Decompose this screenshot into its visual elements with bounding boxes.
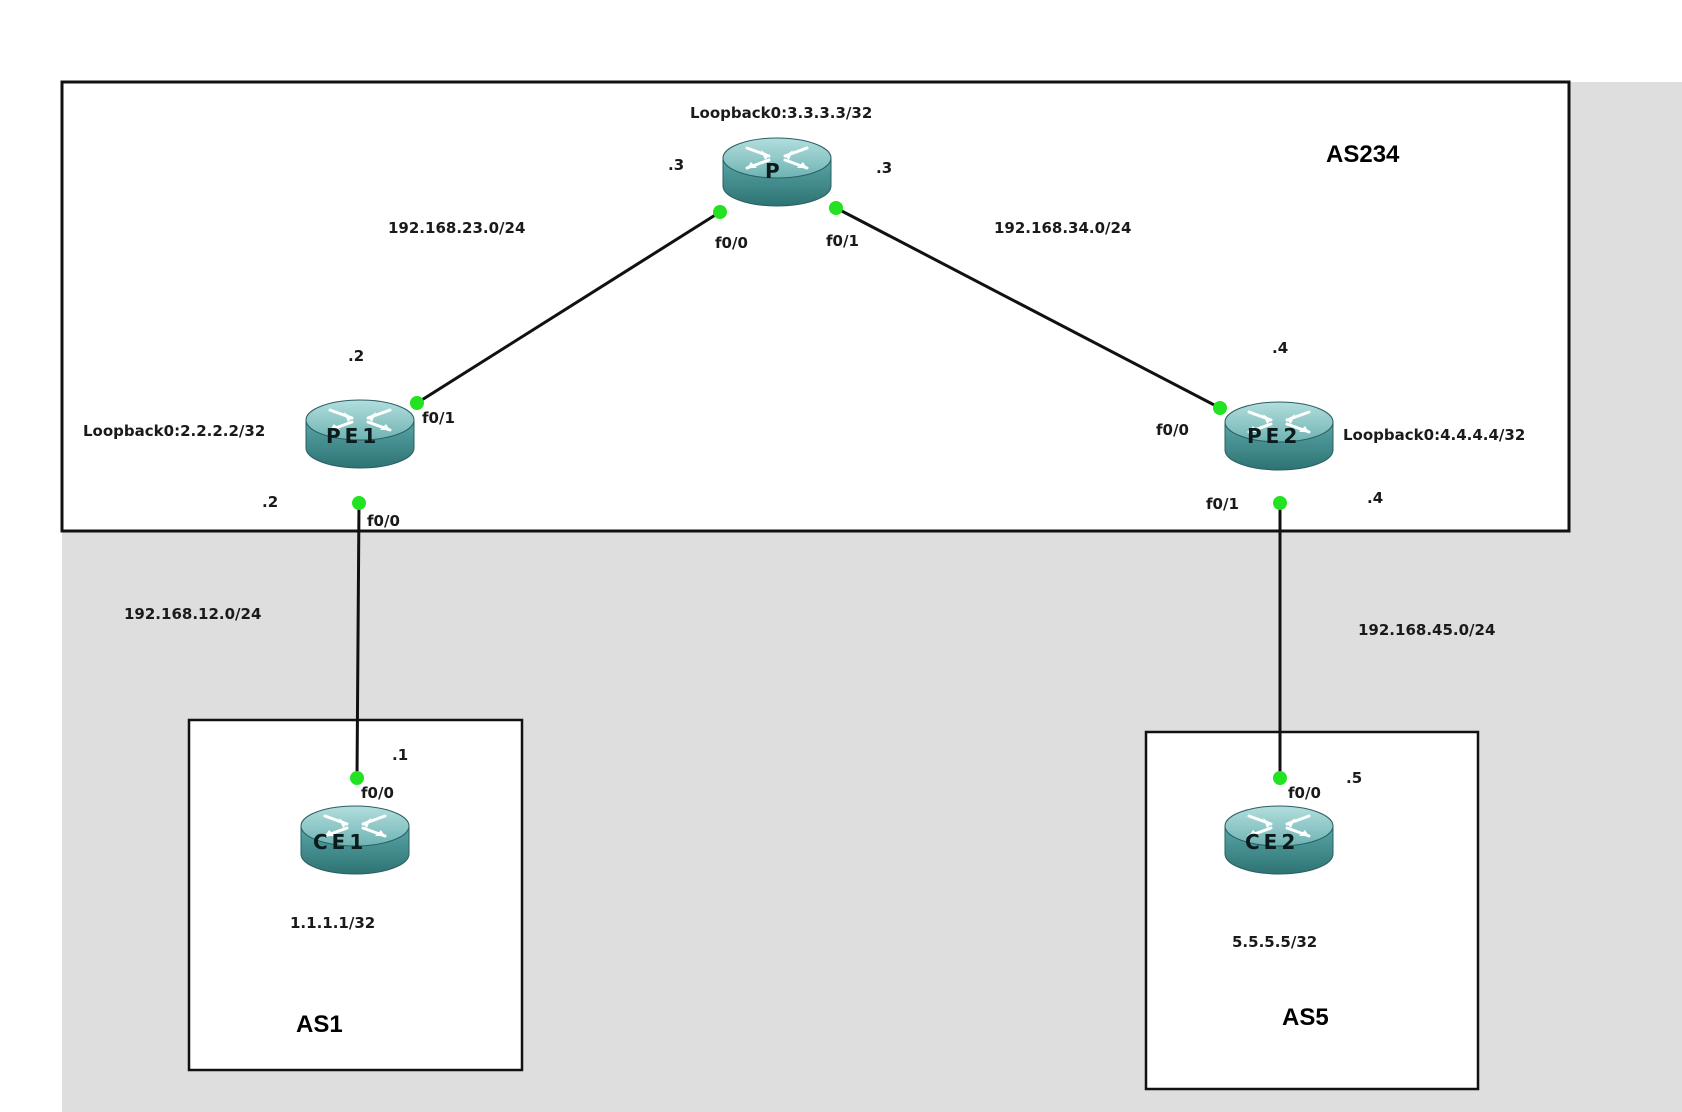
loopback-pe2: Loopback0:4.4.4.4/32	[1343, 426, 1526, 444]
octet-pe2-bottom: .4	[1367, 489, 1384, 507]
port-dot-pe1-f01	[410, 396, 424, 410]
subnet-ce1-pe1: 192.168.12.0/24	[124, 605, 262, 623]
link-pe1-p	[416, 210, 721, 405]
octet-pe1-bottom: .2	[262, 493, 279, 511]
iface-ce1-f00: f0/0	[361, 784, 394, 802]
iface-p-f01: f0/1	[826, 232, 859, 250]
loopback-ce2: 5.5.5.5/32	[1232, 933, 1318, 951]
iface-p-f00: f0/0	[715, 234, 748, 252]
router-name-ce1: CE1	[313, 830, 368, 854]
octet-pe1-top: .2	[348, 347, 365, 365]
link-p-pe2	[835, 206, 1221, 410]
port-dot-ce1-f00	[350, 771, 364, 785]
iface-pe2-f00: f0/0	[1156, 421, 1189, 439]
router-name-pe1: PE1	[326, 424, 381, 448]
octet-p-right: .3	[876, 159, 893, 177]
port-dot-pe2-f01	[1273, 496, 1287, 510]
subnet-pe2-ce2: 192.168.45.0/24	[1358, 621, 1496, 639]
as1-label: AS1	[296, 1011, 343, 1038]
as5-label: AS5	[1282, 1004, 1329, 1031]
router-name-ce2: CE2	[1245, 830, 1300, 854]
port-dot-p-f01	[829, 201, 843, 215]
router-name-pe2: PE2	[1247, 424, 1302, 448]
iface-ce2-f00: f0/0	[1288, 784, 1321, 802]
loopback-p: Loopback0:3.3.3.3/32	[690, 104, 873, 122]
as5-box	[1144, 730, 1480, 1091]
iface-pe2-f01: f0/1	[1206, 495, 1239, 513]
port-dot-pe2-f00	[1213, 401, 1227, 415]
as234-label: AS234	[1326, 141, 1400, 168]
link-pe1-ce1	[355, 502, 361, 779]
subnet-pe1-p: 192.168.23.0/24	[388, 219, 526, 237]
octet-p-left: .3	[668, 156, 685, 174]
router-name-p: P	[765, 159, 784, 183]
octet-ce1: .1	[392, 746, 409, 764]
port-dot-p-f00	[713, 205, 727, 219]
port-dot-pe1-f00	[352, 496, 366, 510]
octet-ce2: .5	[1346, 769, 1363, 787]
iface-pe1-f00: f0/0	[367, 512, 400, 530]
subnet-p-pe2: 192.168.34.0/24	[994, 219, 1132, 237]
port-dot-ce2-f00	[1273, 771, 1287, 785]
loopback-pe1: Loopback0:2.2.2.2/32	[83, 422, 266, 440]
octet-pe2-top: .4	[1272, 339, 1289, 357]
iface-pe1-f01: f0/1	[422, 409, 455, 427]
loopback-ce1: 1.1.1.1/32	[290, 914, 376, 932]
